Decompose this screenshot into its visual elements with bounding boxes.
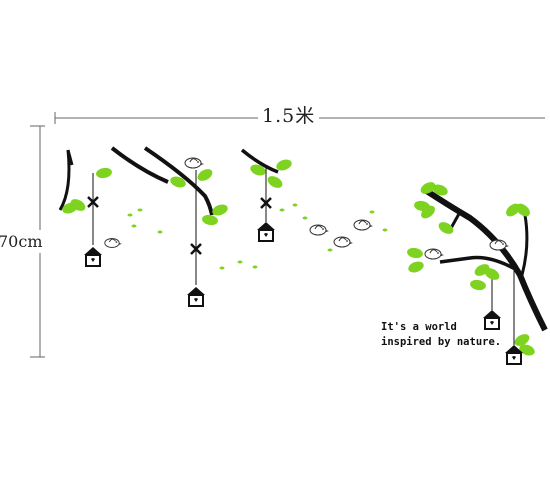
bird-icon [489, 239, 510, 251]
leaf-icon [201, 213, 219, 227]
leaf-icon [406, 246, 424, 260]
leaf-icon [265, 173, 285, 191]
height-dimension-label: 70cm [0, 230, 43, 253]
left-branch [58, 146, 294, 307]
leaf-icon [436, 219, 456, 237]
bird-icon [333, 236, 354, 248]
leaf-icon [210, 202, 230, 218]
bird-icon [353, 219, 374, 231]
birdhouse-icon [256, 221, 276, 242]
bird-icon [424, 248, 445, 260]
flying-birds [309, 219, 374, 248]
bow-icon [87, 196, 272, 255]
leaf-icon [195, 166, 215, 184]
falling-leaves [127, 203, 388, 270]
leaf-icon [95, 166, 113, 180]
leaf-icon [406, 259, 426, 275]
bird-icon [184, 157, 205, 169]
quote-line-2: inspired by nature. [381, 336, 502, 348]
birdhouse-icon [83, 246, 103, 267]
width-dimension-label: 1.5米 [258, 101, 320, 128]
birdhouse-icon [186, 286, 206, 307]
bird-icon [104, 238, 123, 248]
leaf-icon [469, 278, 487, 292]
nature-quote: It's a world inspired by nature. [381, 320, 501, 350]
right-tree [406, 179, 548, 365]
quote-line-1: It's a world [381, 321, 457, 333]
bird-icon [309, 224, 330, 236]
